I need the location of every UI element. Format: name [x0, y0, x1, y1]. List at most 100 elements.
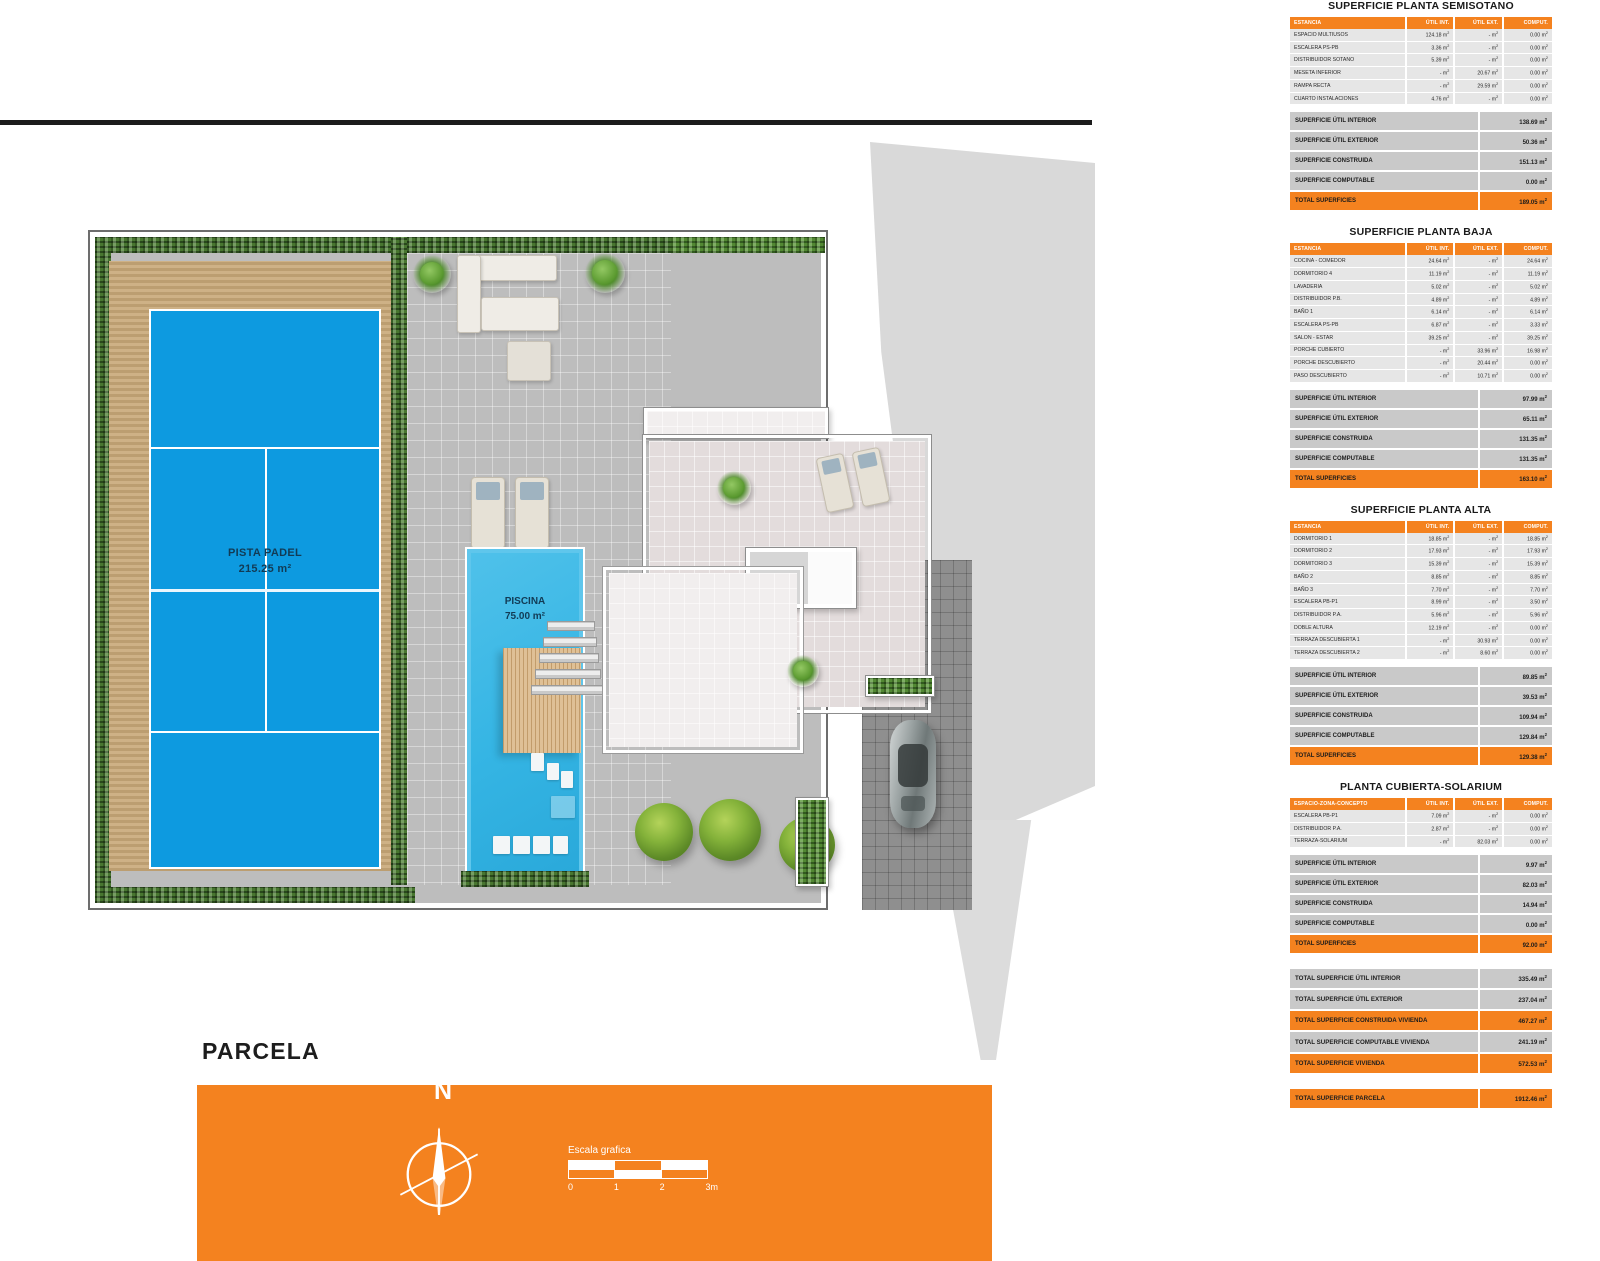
area-value-cell: - m2 — [1454, 595, 1505, 610]
total-label: TOTAL SUPERFICIES — [1290, 746, 1480, 768]
area-value-cell: - m2 — [1405, 344, 1456, 358]
column-header: ÚTIL INT. — [1405, 520, 1456, 533]
summary-label: SUPERFICIE ÚTIL INTERIOR — [1290, 112, 1480, 133]
column-header: ESTANCIA — [1290, 243, 1407, 256]
scale-tick-1: 1 — [613, 1182, 619, 1192]
compass-rose-icon — [399, 1126, 479, 1215]
lounger-b — [515, 477, 549, 549]
area-value-cell: 6.87 m2 — [1405, 318, 1456, 332]
summary-label: SUPERFICIE COMPUTABLE — [1290, 448, 1480, 470]
area-value-cell: 15.39 m2 — [1405, 557, 1456, 571]
hedge-south-west — [95, 887, 415, 903]
room-name-cell: SALON - ESTAR — [1290, 331, 1407, 345]
area-value-cell: - m2 — [1454, 570, 1505, 584]
area-value-cell: 7.70 m2 — [1503, 583, 1552, 597]
grand-total-label: TOTAL SUPERFICIE ÚTIL EXTERIOR — [1290, 989, 1480, 1012]
area-value-cell: - m2 — [1405, 79, 1456, 93]
column-header: ÚTIL EXT. — [1454, 243, 1505, 256]
area-value-cell: 82.03 m2 — [1454, 835, 1505, 849]
plot-paving: PISTA PADEL 215.25 m² — [95, 237, 935, 903]
summary-label: SUPERFICIE ÚTIL INTERIOR — [1290, 389, 1480, 410]
summary-value: 39.53 m2 — [1478, 686, 1552, 708]
summary-value: 65.11 m2 — [1478, 408, 1552, 430]
area-value-cell: - m2 — [1454, 583, 1505, 597]
grand-total-label: TOTAL SUPERFICIE ÚTIL INTERIOR — [1290, 969, 1480, 991]
room-name-cell: DORMITORIO 3 — [1290, 557, 1407, 571]
area-value-cell: - m2 — [1454, 331, 1505, 345]
area-value-cell: 33.96 m2 — [1454, 344, 1505, 358]
pool-wood-deck — [503, 648, 581, 753]
summary-label: SUPERFICIE ÚTIL INTERIOR — [1290, 855, 1480, 876]
site-plan: PISTA PADEL 215.25 m² — [0, 130, 1100, 1261]
room-name-cell: COCINA - COMEDOR — [1290, 255, 1407, 269]
room-name-cell: PASO DESCUBIERTO — [1290, 369, 1407, 383]
area-value-cell: 39.25 m2 — [1503, 331, 1552, 345]
sofa-section-c — [481, 297, 559, 331]
area-value-cell: 4.76 m2 — [1405, 92, 1456, 106]
area-value-cell: 5.02 m2 — [1503, 280, 1552, 294]
area-value-cell: - m2 — [1454, 92, 1505, 106]
summary-label: SUPERFICIE CONSTRUIDA — [1290, 428, 1480, 450]
area-value-cell: - m2 — [1454, 255, 1505, 269]
area-value-cell: - m2 — [1454, 557, 1505, 571]
area-value-cell: 6.14 m2 — [1405, 305, 1456, 320]
summary-label: SUPERFICIE ÚTIL EXTERIOR — [1290, 408, 1480, 430]
room-name-cell: RAMPA RECTA — [1290, 79, 1407, 93]
area-value-cell: 16.98 m2 — [1503, 344, 1552, 358]
summary-label: SUPERFICIE CONSTRUIDA — [1290, 706, 1480, 728]
grand-total-label: TOTAL SUPERFICIE VIVIENDA — [1290, 1052, 1480, 1075]
room-name-cell: DISTRIBUIDOR SOTANO — [1290, 53, 1407, 68]
pool-label: PISCINA 75.00 m² — [471, 595, 579, 624]
total-value: 163.10 m2 — [1478, 468, 1552, 490]
room-name-cell: ESPACIO MULTIUSOS — [1290, 29, 1407, 42]
summary-label: SUPERFICIE ÚTIL EXTERIOR — [1290, 874, 1480, 896]
surface-table-title: PLANTA CUBIERTA-SOLARIUM — [1339, 781, 1503, 794]
swimming-pool: PISCINA 75.00 m² — [465, 547, 585, 877]
palm-icon-b — [585, 253, 625, 293]
summary-value: 109.94 m2 — [1478, 706, 1552, 728]
area-value-cell: 2.87 m2 — [1405, 822, 1456, 836]
room-name-cell: DISTRIBUIDOR P.B. — [1290, 293, 1407, 307]
north-label: N — [434, 1077, 453, 1105]
summary-value: 129.84 m2 — [1478, 726, 1552, 748]
car — [890, 720, 936, 828]
summary-label: SUPERFICIE COMPUTABLE — [1290, 726, 1480, 748]
area-value-cell: 5.39 m2 — [1405, 53, 1456, 68]
room-name-cell: ESCALERA PS-PB — [1290, 41, 1407, 55]
padel-label: PISTA PADEL 215.25 m² — [151, 546, 379, 578]
area-value-cell: 3.50 m2 — [1503, 595, 1552, 610]
house-roof-plan — [531, 407, 935, 757]
summary-label: SUPERFICIE COMPUTABLE — [1290, 171, 1480, 193]
